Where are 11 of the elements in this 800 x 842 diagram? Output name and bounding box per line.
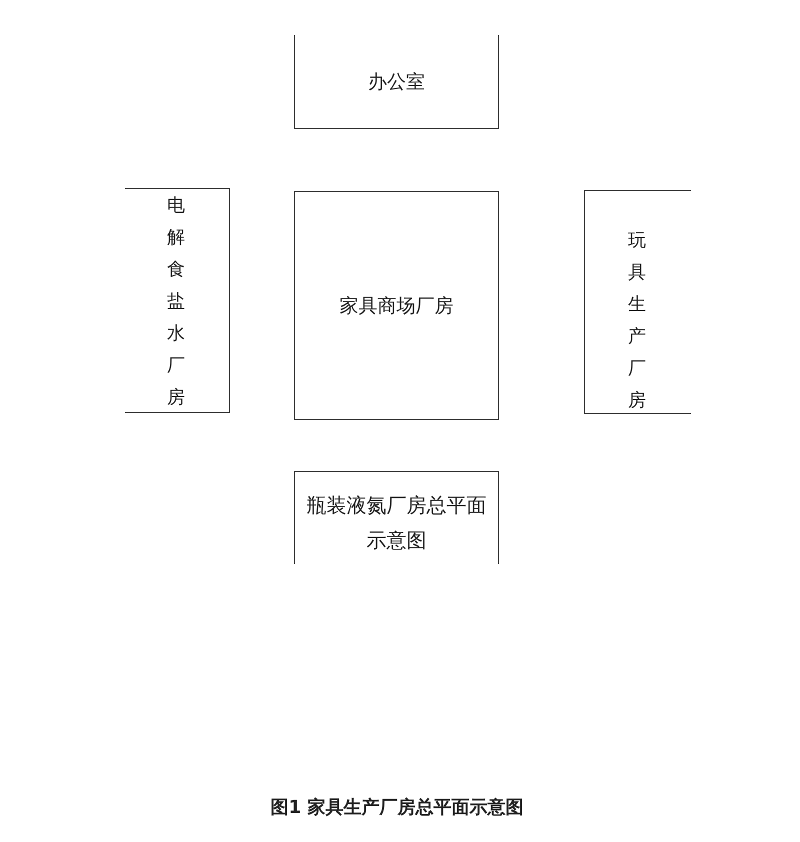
figure-caption: 图1 家具生产厂房总平面示意图: [270, 797, 524, 818]
building-outline: [294, 191, 499, 420]
building-label: 办公室: [368, 70, 425, 94]
building-outline: [584, 190, 691, 414]
building-label: 电解食盐水厂房: [167, 194, 185, 410]
building-outline: [294, 471, 499, 564]
building-label: 玩具生产厂房: [628, 229, 646, 413]
building-outline: [294, 35, 499, 129]
building-label: 家具商场厂房: [340, 294, 454, 318]
building-label: 瓶装液氮厂房总平面示意图: [306, 492, 488, 554]
building-outline: [125, 188, 230, 413]
